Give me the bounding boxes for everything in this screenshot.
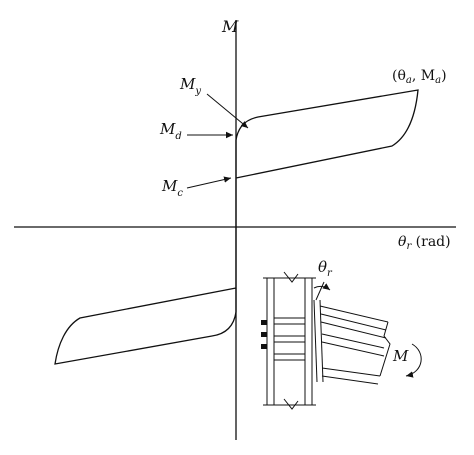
detail-m-label: M: [392, 347, 409, 365]
upper-loop-curve: [235, 89, 419, 227]
my-pointer-arrow: [206, 93, 249, 129]
peak-point-label: (θa, Ma): [392, 68, 447, 86]
axis-theta-label: θr (rad): [398, 234, 451, 252]
my-label: My: [179, 75, 201, 97]
lower-loop-curve: [54, 227, 237, 365]
connection-detail: [261, 271, 422, 410]
md-label: Md: [159, 120, 182, 142]
detail-theta-label: θr: [318, 258, 333, 279]
axis-m-label: M: [221, 17, 239, 36]
mc-pointer-arrow: [186, 176, 232, 189]
mc-label: Mc: [161, 177, 183, 199]
